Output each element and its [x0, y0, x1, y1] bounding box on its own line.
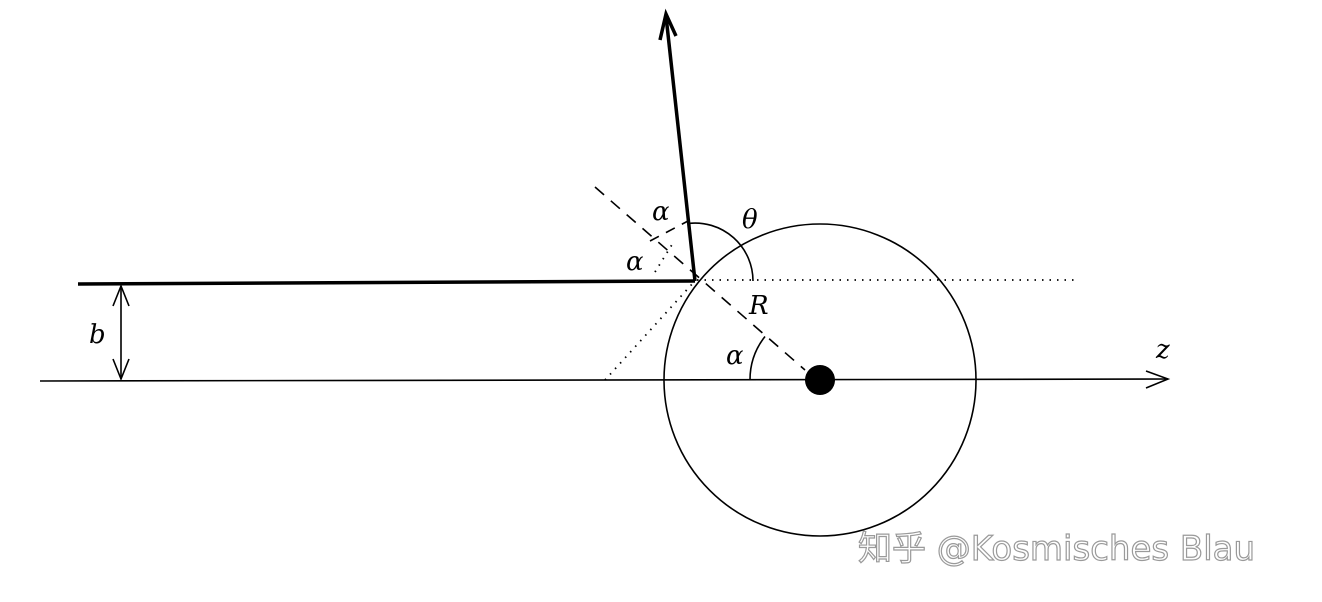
outgoing-trajectory	[664, 15, 697, 282]
normal-line	[594, 186, 806, 371]
label-alpha-top: α	[652, 197, 670, 227]
label-b: b	[89, 320, 106, 350]
impact-arrow-up	[112, 283, 130, 307]
z-axis	[39, 378, 1169, 382]
theta-arc	[688, 222, 754, 282]
scattering-center	[805, 365, 835, 395]
label-alpha-bottom: α	[726, 341, 744, 371]
label-alpha-mid: α	[626, 247, 644, 277]
watermark: 知乎 @Kosmisches Blau	[858, 529, 1255, 569]
impact-arrow-down	[112, 358, 130, 382]
label-R: R	[748, 291, 769, 321]
label-theta: θ	[742, 205, 758, 235]
incoming-trajectory	[77, 279, 696, 286]
z-axis-arrowhead	[1145, 370, 1171, 389]
dotted-tangent	[604, 282, 694, 381]
target-sphere	[663, 223, 977, 537]
alpha-arc	[749, 336, 766, 381]
outgoing-arrowhead	[658, 8, 678, 41]
short-dashed-segment	[649, 220, 689, 242]
label-z: z	[1155, 335, 1170, 365]
